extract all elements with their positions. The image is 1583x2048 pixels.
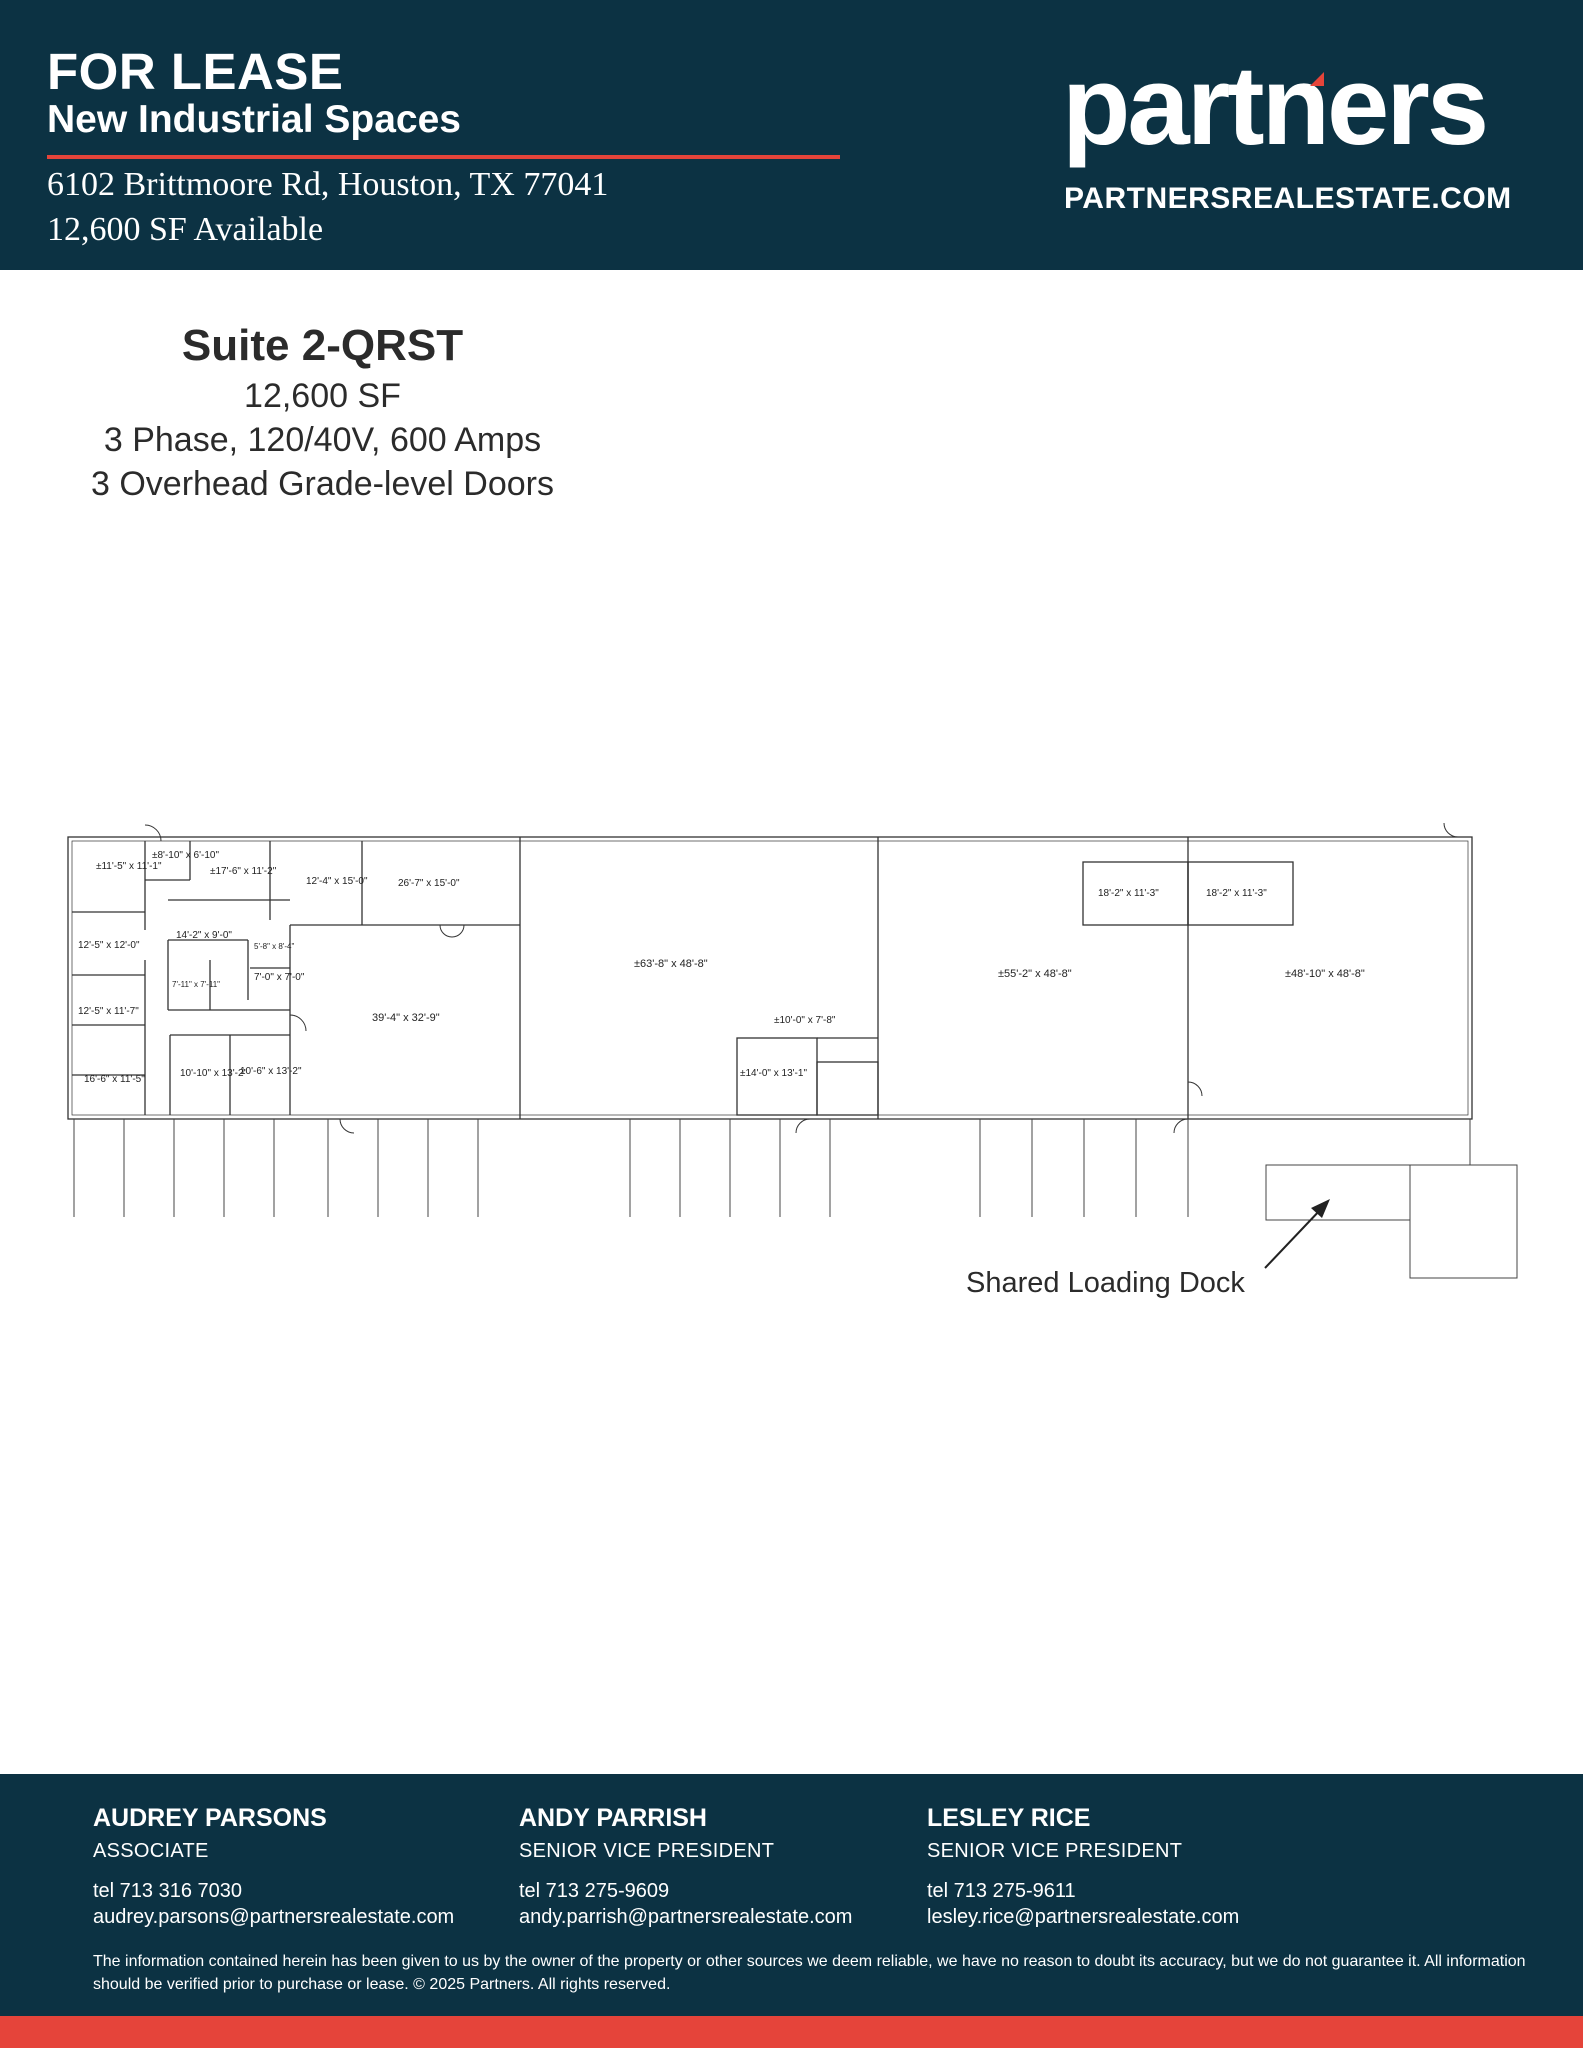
website-link[interactable]: PARTNERSREALESTATE.COM xyxy=(1064,182,1512,215)
agent-phone[interactable]: tel 713 275-9609 xyxy=(519,1880,670,1902)
room-label: ±14'-0" x 13'-1" xyxy=(740,1068,807,1079)
room-label: 12'-5" x 12'-0" xyxy=(78,940,140,951)
room-label: ±63'-8" x 48'-8" xyxy=(634,958,708,970)
suite-area: 12,600 SF xyxy=(244,377,401,415)
agent-email[interactable]: audrey.parsons@partnersrealestate.com xyxy=(93,1906,455,1928)
shared-loading-dock-label: Shared Loading Dock xyxy=(966,1267,1245,1299)
agent-card: LESLEY RICE SENIOR VICE PRESIDENT tel 71… xyxy=(927,1802,1239,1930)
parking-stalls xyxy=(73,1119,1189,1217)
agent-name: ANDY PARRISH xyxy=(519,1804,707,1832)
agent-card: ANDY PARRISH SENIOR VICE PRESIDENT tel 7… xyxy=(519,1802,852,1930)
agent-name: LESLEY RICE xyxy=(927,1804,1091,1832)
agent-title: SENIOR VICE PRESIDENT xyxy=(927,1840,1183,1862)
agent-title: SENIOR VICE PRESIDENT xyxy=(519,1840,775,1862)
floor-plan: ±11'-5" x 11'-1" ±8'-10" x 6'-10" ±17'-6… xyxy=(0,800,1583,1320)
partners-logo[interactable]: partners xyxy=(1062,50,1532,170)
room-label: 12'-5" x 11'-7" xyxy=(78,1006,139,1017)
loading-dock xyxy=(1265,1119,1518,1279)
suite-doors: 3 Overhead Grade-level Doors xyxy=(90,465,554,503)
room-label: 7'-11" x 7'-11" xyxy=(172,980,221,989)
agent-email[interactable]: lesley.rice@partnersrealestate.com xyxy=(927,1906,1240,1928)
available-space: 12,600 SF Available xyxy=(47,211,324,248)
room-label: 14'-2" x 9'-0" xyxy=(176,930,232,941)
logo-accent-mark xyxy=(1310,72,1324,86)
suite-power: 3 Phase, 120/40V, 600 Amps xyxy=(103,421,542,459)
agent-phone[interactable]: tel 713 316 7030 xyxy=(93,1880,243,1902)
listing-type: FOR LEASE xyxy=(47,43,344,100)
room-label: 12'-4" x 15'-0" xyxy=(306,876,368,887)
suite-info: Suite 2-QRST 12,600 SF 3 Phase, 120/40V,… xyxy=(40,318,605,506)
door-swings xyxy=(144,822,1459,1134)
agent-card: AUDREY PARSONS ASSOCIATE tel 713 316 703… xyxy=(93,1802,454,1930)
agent-email[interactable]: andy.parrish@partnersrealestate.com xyxy=(519,1906,853,1928)
room-label: ±11'-5" x 11'-1" xyxy=(96,861,162,872)
dock-arrow xyxy=(1264,1199,1330,1269)
property-address: 6102 Brittmoore Rd, Houston, TX 77041 xyxy=(47,166,609,203)
room-label: 39'-4" x 32'-9" xyxy=(372,1012,440,1024)
room-label: ±48'-10" x 48'-8" xyxy=(1285,968,1365,980)
page-footer: AUDREY PARSONS ASSOCIATE tel 713 316 703… xyxy=(0,1774,1583,2016)
room-label: ±17'-6" x 11'-2" xyxy=(210,866,277,877)
listing-subtitle: New Industrial Spaces xyxy=(47,98,461,141)
agent-phone[interactable]: tel 713 275-9611 xyxy=(927,1880,1076,1902)
room-label: 18'-2" x 11'-3" xyxy=(1206,888,1267,899)
room-label: ±55'-2" x 48'-8" xyxy=(998,968,1072,980)
plan-walls xyxy=(67,836,1473,1120)
agent-name: AUDREY PARSONS xyxy=(93,1804,327,1832)
floor-plan-drawing xyxy=(67,822,1518,1279)
agent-title: ASSOCIATE xyxy=(93,1840,209,1862)
room-label: 10'-10" x 13'-2" xyxy=(180,1068,248,1079)
room-label: 7'-0" x 7'-0" xyxy=(254,972,305,983)
room-label: 10'-6" x 13'-2" xyxy=(240,1066,302,1077)
room-label: ±10'-0" x 7'-8" xyxy=(774,1015,836,1026)
suite-title: Suite 2-QRST xyxy=(181,321,464,370)
footer-accent-bar xyxy=(0,2016,1583,2048)
room-label: 18'-2" x 11'-3" xyxy=(1098,888,1159,899)
room-label: ±8'-10" x 6'-10" xyxy=(152,850,219,861)
legal-disclaimer: The information contained herein has bee… xyxy=(93,1953,1526,1993)
room-label: 5'-8" x 8'-4" xyxy=(254,942,295,951)
room-label: 26'-7" x 15'-0" xyxy=(398,878,460,889)
logo-wordmark: partners xyxy=(1062,43,1489,168)
page-header: FOR LEASE New Industrial Spaces 6102 Bri… xyxy=(0,0,1583,270)
header-divider xyxy=(47,155,840,159)
room-label: 16'-6" x 11'-5" xyxy=(84,1074,145,1085)
